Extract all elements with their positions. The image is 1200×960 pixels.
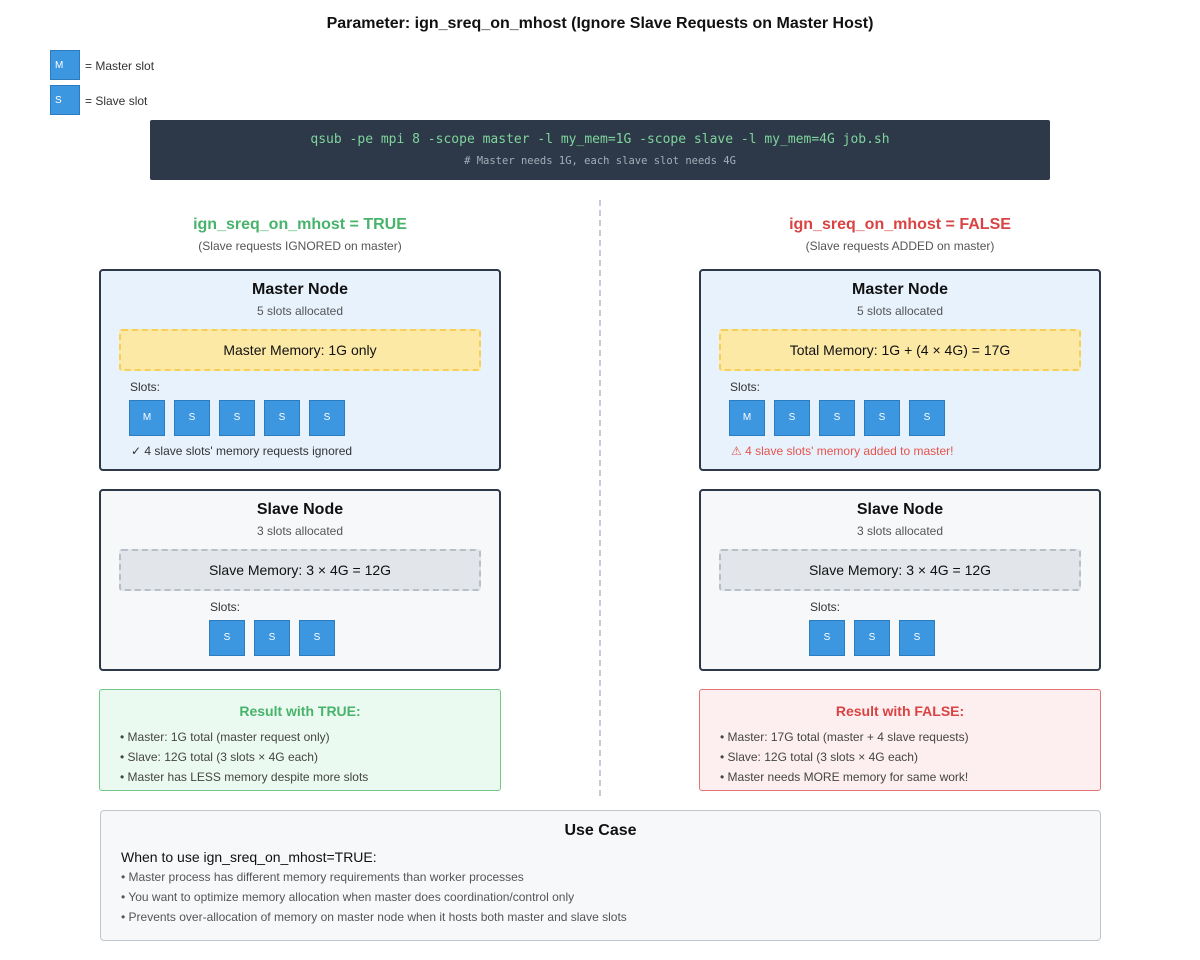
slots-allocated: 3 slots allocated (856, 524, 944, 538)
true-master-node: Master Node 5 slots allocated Master Mem… (99, 269, 501, 471)
false-heading: ign_sreq_on_mhost = FALSE (789, 216, 1011, 233)
legend-master-swatch: M (50, 50, 80, 80)
use-case-item: • You want to optimize memory allocation… (121, 890, 575, 904)
result-item: • Master: 17G total (master + 4 slave re… (720, 730, 969, 744)
use-case-subtitle: When to use ign_sreq_on_mhost=TRUE: (121, 849, 377, 865)
slave-slot: S (909, 400, 945, 436)
slave-slot: S (309, 400, 345, 436)
use-case-item: • Master process has different memory re… (121, 870, 524, 884)
false-slave-node: Slave Node 3 slots allocated Slave Memor… (699, 489, 1101, 671)
false-subheading: (Slave requests ADDED on master) (805, 239, 995, 253)
slots-label: Slots: (810, 600, 841, 614)
slots-label: Slots: (210, 600, 241, 614)
master-slot: M (729, 400, 765, 436)
false-master-node: Master Node 5 slots allocated Total Memo… (699, 269, 1101, 471)
node-title: Master Node (251, 281, 349, 298)
command-comment: # Master needs 1G, each slave slot needs… (464, 155, 736, 167)
slots-allocated: 5 slots allocated (256, 304, 344, 318)
use-case-box: Use Case When to use ign_sreq_on_mhost=T… (100, 810, 1101, 941)
slave-slot: S (299, 620, 335, 656)
slots-label: Slots: (730, 380, 761, 394)
memory-box: Slave Memory: 3 × 4G = 12G (119, 549, 481, 591)
memory-box: Slave Memory: 3 × 4G = 12G (719, 549, 1081, 591)
result-title: Result with FALSE: (835, 703, 965, 719)
page-title: Parameter: ign_sreq_on_mhost (Ignore Sla… (326, 15, 874, 32)
result-item: • Master: 1G total (master request only) (120, 730, 330, 744)
node-title: Slave Node (856, 501, 944, 518)
result-item: • Slave: 12G total (3 slots × 4G each) (120, 750, 318, 764)
legend-slave-swatch: S (50, 85, 80, 115)
slave-slot: S (209, 620, 245, 656)
slave-slot: S (174, 400, 210, 436)
slave-slot: S (254, 620, 290, 656)
use-case-item: • Prevents over-allocation of memory on … (121, 910, 627, 924)
result-item: • Slave: 12G total (3 slots × 4G each) (720, 750, 918, 764)
use-case-title: Use Case (564, 822, 637, 839)
node-title: Slave Node (256, 501, 344, 518)
true-heading: ign_sreq_on_mhost = TRUE (193, 216, 407, 233)
slots-allocated: 5 slots allocated (856, 304, 944, 318)
warning-note: ⚠ 4 slave slots' memory added to master! (731, 444, 954, 458)
slots-allocated: 3 slots allocated (256, 524, 344, 538)
slave-slot: S (819, 400, 855, 436)
false-result-box: Result with FALSE: • Master: 17G total (… (699, 689, 1101, 791)
slave-slot: S (864, 400, 900, 436)
result-item: • Master needs MORE memory for same work… (720, 770, 969, 784)
slave-slot: S (809, 620, 845, 656)
slave-slot: S (219, 400, 255, 436)
true-result-box: Result with TRUE: • Master: 1G total (ma… (99, 689, 501, 791)
result-title: Result with TRUE: (239, 703, 361, 719)
master-slot: M (129, 400, 165, 436)
slave-slot: S (854, 620, 890, 656)
memory-box: Total Memory: 1G + (4 × 4G) = 17G (719, 329, 1081, 371)
slots-label: Slots: (130, 380, 161, 394)
ignored-note: ✓ 4 slave slots' memory requests ignored (131, 444, 353, 458)
memory-box: Master Memory: 1G only (119, 329, 481, 371)
legend-master-label: = Master slot (85, 59, 155, 73)
slave-slot: S (264, 400, 300, 436)
command-line: qsub -pe mpi 8 -scope master -l my_mem=1… (310, 132, 890, 147)
node-title: Master Node (851, 281, 949, 298)
true-subheading: (Slave requests IGNORED on master) (198, 239, 402, 253)
legend-slave-label: = Slave slot (85, 94, 148, 108)
result-item: • Master has LESS memory despite more sl… (120, 770, 369, 784)
command-box: qsub -pe mpi 8 -scope master -l my_mem=1… (150, 120, 1050, 180)
slave-slot: S (774, 400, 810, 436)
slave-slot: S (899, 620, 935, 656)
column-divider (599, 200, 601, 796)
true-slave-node: Slave Node 3 slots allocated Slave Memor… (99, 489, 501, 671)
